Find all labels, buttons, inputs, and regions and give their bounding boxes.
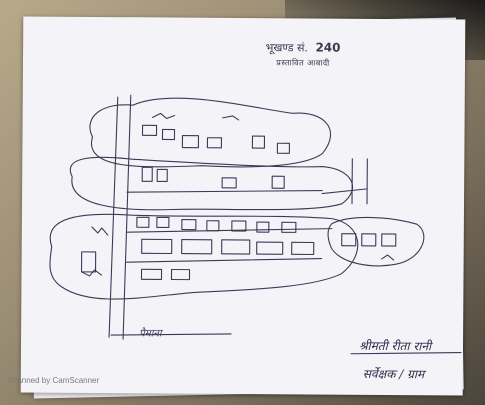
sketch-scribble	[222, 115, 240, 121]
plot-box	[140, 268, 163, 280]
sketch-scribble	[91, 226, 109, 236]
plot-box	[231, 220, 247, 232]
plot-box	[361, 233, 377, 247]
plot-box	[141, 238, 173, 255]
plot-box	[181, 239, 213, 255]
plot-box	[281, 221, 297, 233]
scanned-document: भूखण्ड सं. 240 प्रस्तावित आबादी	[20, 16, 466, 396]
map-region-right	[327, 216, 425, 267]
plot-box	[206, 220, 220, 232]
plot-box	[291, 241, 315, 256]
road-vertical-left	[108, 96, 119, 338]
road-horizontal-3	[126, 258, 323, 263]
plot-box	[170, 268, 191, 281]
sketch-scribble	[152, 112, 176, 120]
plot-box	[221, 239, 251, 255]
sketch-scribble	[381, 254, 395, 261]
plot-box	[141, 166, 153, 182]
plot-box	[251, 135, 266, 149]
signature-line-1: श्रीमती रीता रानी	[358, 338, 432, 354]
plot-box	[156, 216, 170, 229]
plot-box	[136, 216, 150, 228]
sketch-scribble	[80, 269, 103, 277]
camscanner-watermark: Scanned by CamScanner	[8, 376, 100, 385]
plot-box	[341, 233, 357, 247]
scale-underline	[110, 333, 232, 336]
road-horizontal-1	[126, 190, 323, 193]
road-right-1	[321, 188, 368, 195]
plot-box	[256, 241, 284, 255]
plot-box	[221, 177, 237, 189]
plot-box	[181, 219, 197, 231]
road-horizontal-2	[126, 228, 333, 233]
plot-box	[206, 137, 223, 149]
plot-box	[181, 135, 200, 149]
plot-box	[161, 128, 176, 141]
plot-box	[156, 168, 168, 183]
plot-box	[271, 175, 285, 189]
scale-note: पैमाना	[139, 328, 162, 340]
map-region-top	[89, 97, 332, 168]
plot-box	[256, 221, 270, 233]
plot-box	[381, 233, 397, 247]
plot-box	[141, 124, 158, 136]
plot-box	[276, 142, 290, 154]
map-region-middle	[69, 156, 354, 211]
map-region-bottom	[49, 213, 359, 300]
hand-drawn-map	[49, 94, 462, 355]
signature-underline	[350, 351, 462, 355]
signature-line-2: सर्वेक्षक / ग्राम	[362, 366, 425, 382]
road-vertical-right	[122, 94, 132, 340]
plot-box	[80, 251, 97, 273]
